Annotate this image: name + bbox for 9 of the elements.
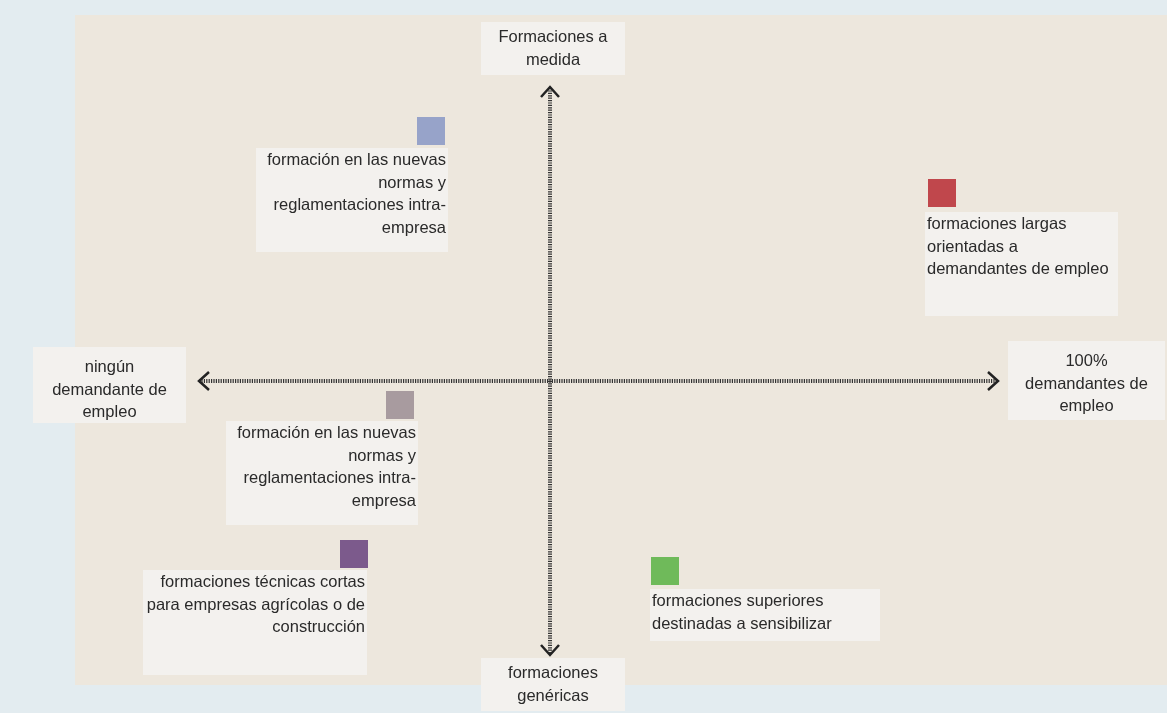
- item-text: formaciones superiores destinadas a sensibilizar: [651, 590, 833, 634]
- item-text: formación en las nuevas normas y reglamentaciones intra-empresa: [236, 422, 417, 511]
- item-text: formación en las nuevas normas y reglamentaciones intra-empresa: [266, 149, 447, 238]
- item-text: formaciones técnicas cortas para empresas agrícolas o de construcción: [145, 571, 366, 637]
- axis-label: Formaciones a medida: [481, 22, 625, 75]
- axis-label: ningún demandante de empleo: [33, 347, 186, 423]
- item-text: formaciones largas orientadas a demandantes de empleo: [926, 213, 1110, 279]
- axis-label: formaciones genéricas: [481, 658, 625, 711]
- axis-label: 100% demandantes de empleo: [1008, 341, 1165, 420]
